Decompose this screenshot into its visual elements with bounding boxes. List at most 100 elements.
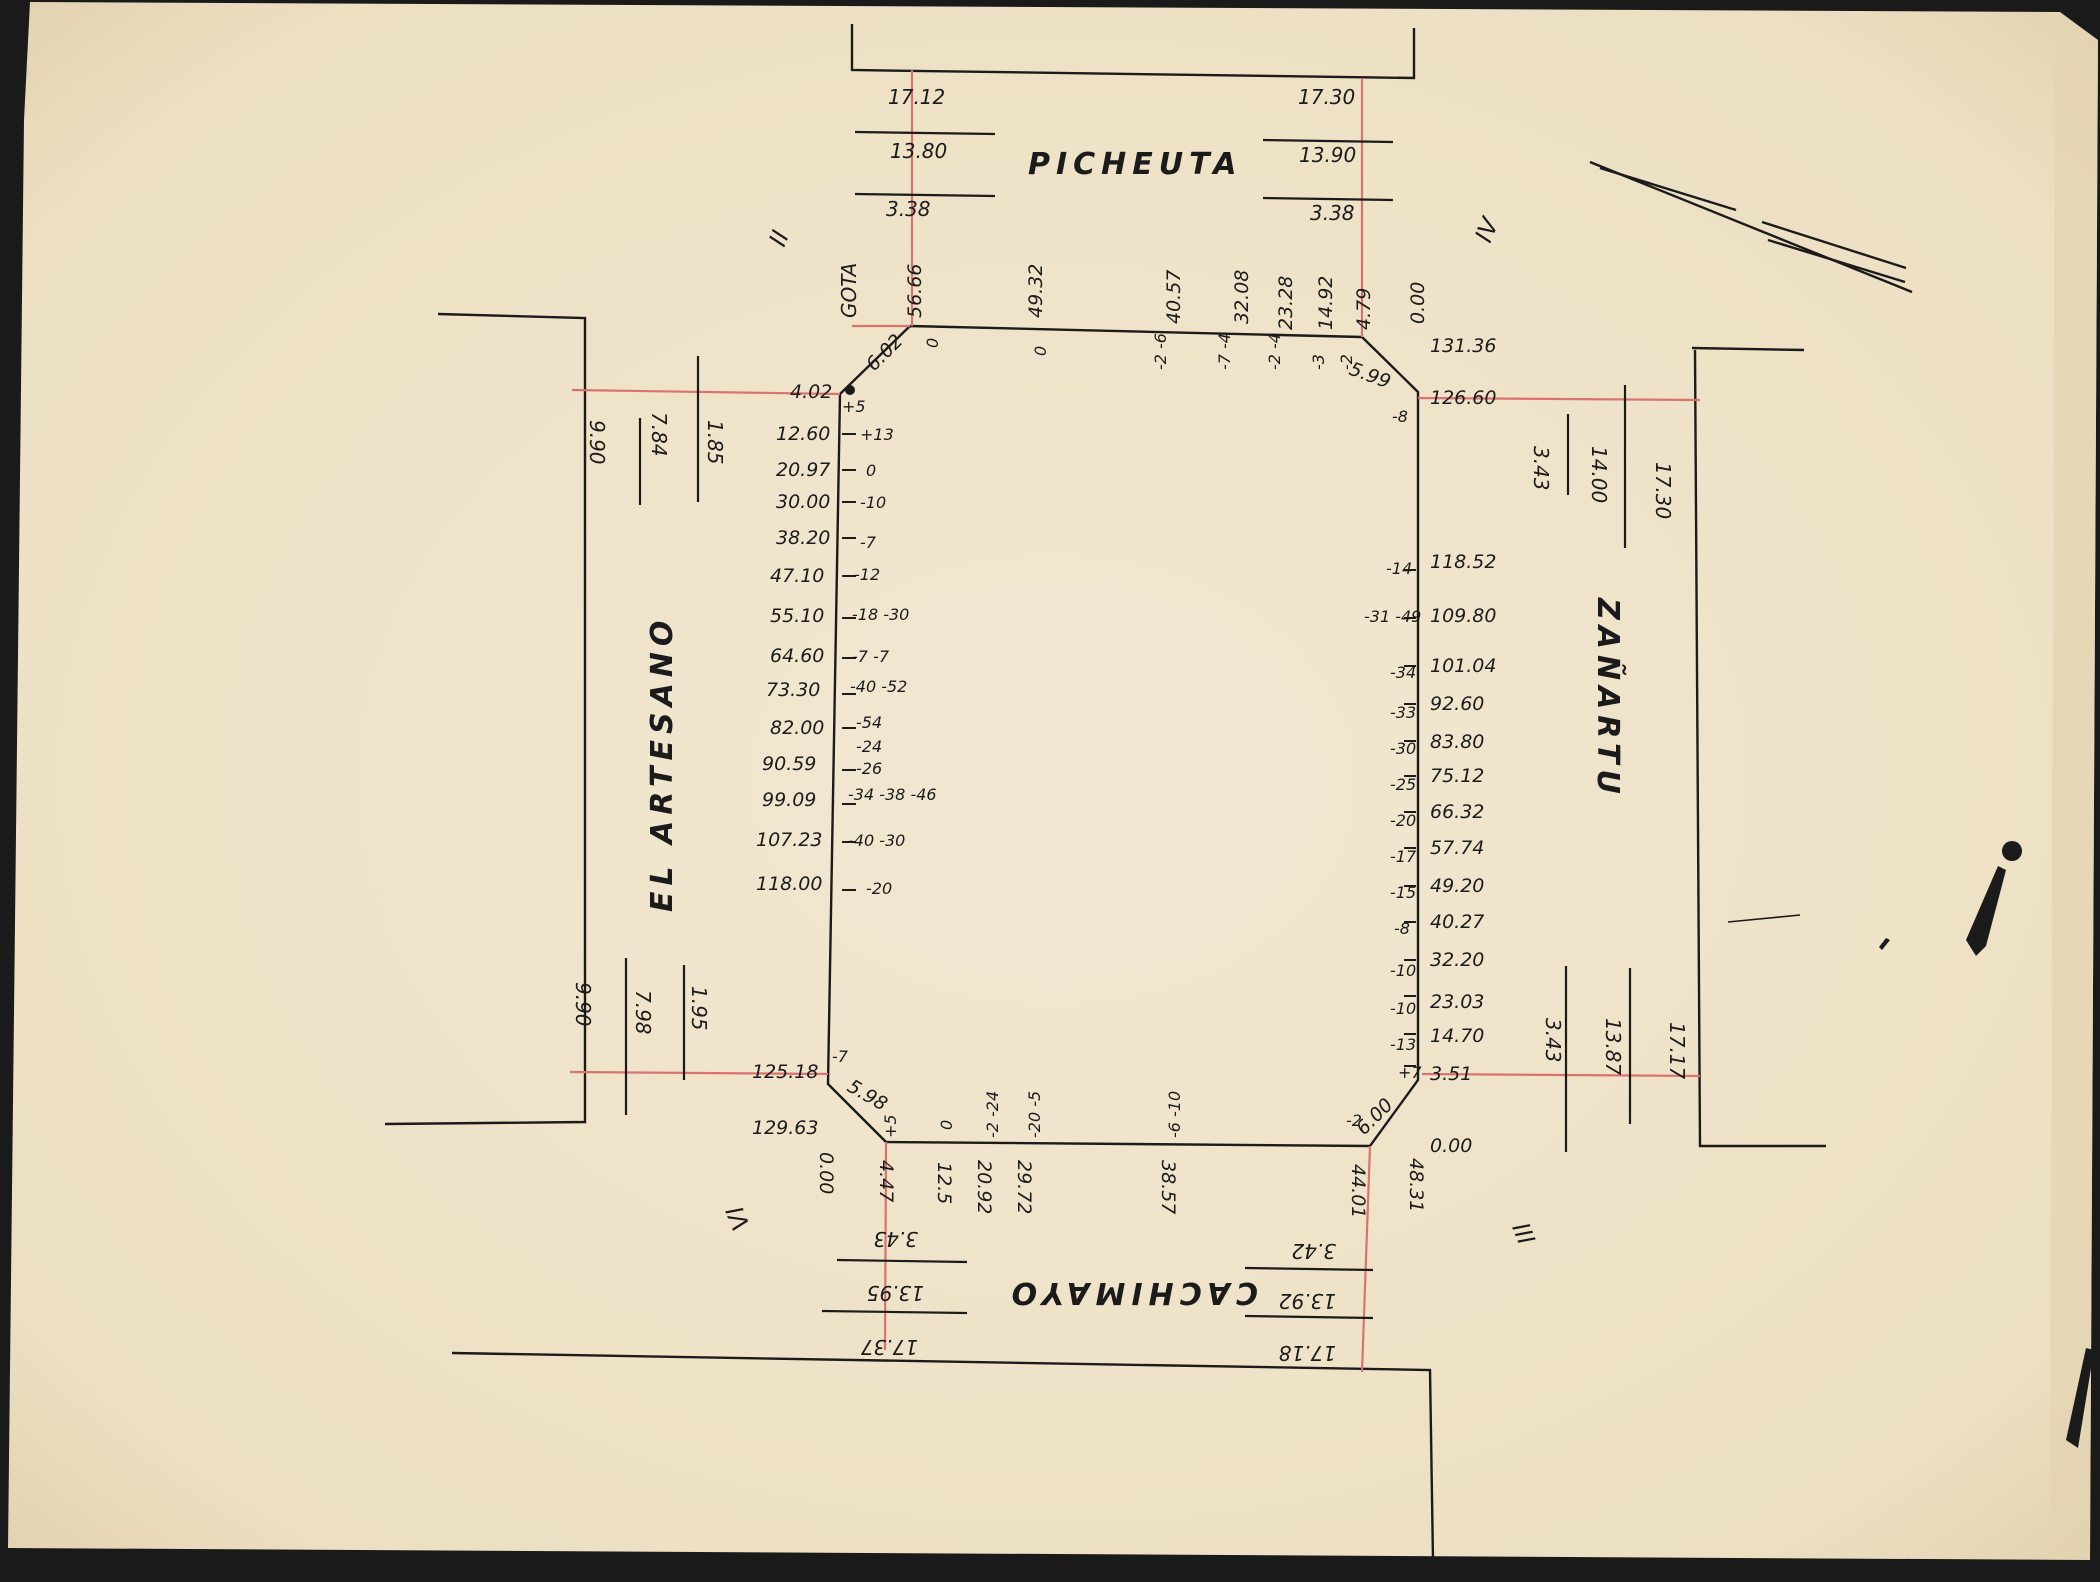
street-name-south: CACHIMAYO [1006, 1275, 1258, 1310]
west-offset: -40 -30 [848, 831, 905, 850]
north-left-width-3: 3.38 [886, 197, 931, 221]
east-offset: -34 [1390, 663, 1416, 682]
west-offset: -10 [860, 493, 886, 512]
west-chainage: 129.63 [752, 1117, 818, 1139]
west-street-edge [384, 312, 587, 1126]
street-name-east: ZAÑARTU [1590, 597, 1627, 800]
west-top-width-2: 7.84 [647, 412, 671, 457]
east-offset: -17 [1390, 847, 1417, 866]
east-chainage: 118.52 [1430, 551, 1496, 573]
south-chainage: 0.00 [815, 1152, 837, 1194]
west-offset: +13 [860, 425, 894, 444]
survey-nodes [845, 385, 855, 395]
east-street-edge [1693, 349, 1826, 1148]
edge-ticks [842, 433, 1416, 1067]
west-chainage: 99.09 [762, 789, 816, 811]
west-offset: -54 [856, 713, 882, 732]
east-offset: -15 [1390, 883, 1416, 902]
north-left-width-1: 17.12 [888, 85, 945, 109]
east-offset: -8 [1392, 407, 1408, 426]
west-bottom-width-2: 7.98 [631, 990, 655, 1035]
gov-label: GOTA [837, 263, 861, 318]
east-chainage: 126.60 [1430, 387, 1496, 409]
west-offset: -40 -52 [850, 677, 907, 696]
north-offset: 0 [923, 338, 942, 348]
south-chainage: 38.57 [1157, 1160, 1179, 1214]
west-chainage: 107.23 [756, 829, 822, 851]
east-chainage: 23.03 [1430, 991, 1484, 1013]
east-bottom-width-1: 3.43 [1541, 1018, 1565, 1063]
red-survey-lines [569, 70, 1701, 1373]
west-chainage: 38.20 [776, 527, 830, 549]
west-chainage: 55.10 [770, 605, 824, 627]
south-offset: +5 [881, 1114, 900, 1138]
south-offset: -2 -24 [983, 1091, 1002, 1138]
west-chainage: 64.60 [770, 645, 824, 667]
east-chainages: 131.36 126.60 118.52 109.80 101.04 92.60… [1430, 335, 1496, 1157]
north-offset: -7 -4 [1215, 333, 1234, 370]
east-chainage: 40.27 [1430, 911, 1484, 933]
west-offset: -7 [860, 533, 877, 552]
south-chainage: 4.47 [875, 1160, 897, 1202]
east-chainage: 92.60 [1430, 693, 1484, 715]
east-offsets: -8 -14 -31 -49 -34 -33 -30 -25 -20 -17 -… [1346, 407, 1422, 1130]
north-offset: -2 -6 [1151, 333, 1170, 370]
south-chainage: 44.01 [1347, 1164, 1369, 1218]
south-left-width-2: 13.95 [867, 1281, 924, 1305]
east-top-width-1: 3.43 [1529, 446, 1553, 491]
east-chainage: 83.80 [1430, 731, 1484, 753]
south-offset: 0 [937, 1120, 956, 1130]
west-offset: -20 [866, 879, 892, 898]
south-chainage: 48.31 [1405, 1158, 1427, 1212]
north-offsets: 0 0 -2 -6 -7 -4 -2 -4 -3 -2 [923, 333, 1356, 370]
east-offset: -14 [1386, 559, 1412, 578]
south-offset: -6 -10 [1165, 1091, 1184, 1138]
east-top-width-2: 14.00 [1587, 446, 1611, 503]
east-offset: -2 [1346, 1111, 1362, 1130]
north-chainage: 14.92 [1315, 276, 1337, 330]
west-chainage: 73.30 [766, 679, 820, 701]
west-offset: -7 -7 [852, 647, 890, 666]
south-chainage: 29.72 [1013, 1160, 1035, 1214]
east-offset: -25 [1390, 775, 1416, 794]
north-chainage: 40.57 [1163, 270, 1185, 324]
north-offset: -2 -4 [1265, 333, 1284, 370]
south-street-edge [451, 1351, 1435, 1561]
north-chainage: 0.00 [1407, 282, 1429, 324]
street-name-north: PICHEUTA [1028, 147, 1242, 182]
east-offset: -10 [1390, 999, 1416, 1018]
width-ticks [624, 130, 1632, 1320]
east-offset: -13 [1390, 1035, 1416, 1054]
street-edges [384, 24, 1826, 1561]
east-offset: +7 [1398, 1063, 1422, 1082]
east-chainage: 109.80 [1430, 605, 1496, 627]
east-chainage: 32.20 [1430, 949, 1484, 971]
west-offset: +5 [842, 397, 866, 416]
north-chainage: 32.08 [1231, 270, 1253, 324]
east-bottom-width-2: 13.87 [1601, 1018, 1625, 1076]
north-right-width-3: 3.38 [1310, 201, 1355, 225]
east-offset: -20 [1390, 811, 1416, 830]
south-chainage: 20.92 [973, 1160, 995, 1214]
west-chainage: 30.00 [776, 491, 830, 513]
pencil-stroke [1727, 914, 1801, 923]
east-offset: -33 [1390, 703, 1416, 722]
south-left-width-3: 17.37 [860, 1335, 918, 1359]
west-offset: -34 -38 -46 [848, 785, 937, 804]
west-offset: -12 [854, 565, 880, 584]
ink-marks [1879, 841, 2094, 1448]
west-chainage: 47.10 [770, 565, 824, 587]
east-chainage: 0.00 [1430, 1135, 1472, 1157]
south-left-width-1: 3.43 [873, 1227, 918, 1251]
west-offset: 0 [866, 461, 876, 480]
west-offset: -26 [856, 759, 882, 778]
street-name-west: EL ARTESANO [645, 615, 680, 912]
east-offset: -8 [1394, 919, 1410, 938]
south-right-width-3: 17.18 [1279, 1341, 1336, 1365]
east-chainage: 101.04 [1430, 655, 1496, 677]
west-top-width-3: 1.85 [703, 420, 727, 465]
west-top-width-1: 9.90 [585, 420, 609, 465]
east-chainage: 75.12 [1430, 765, 1484, 787]
north-chainage: 49.32 [1025, 264, 1047, 318]
